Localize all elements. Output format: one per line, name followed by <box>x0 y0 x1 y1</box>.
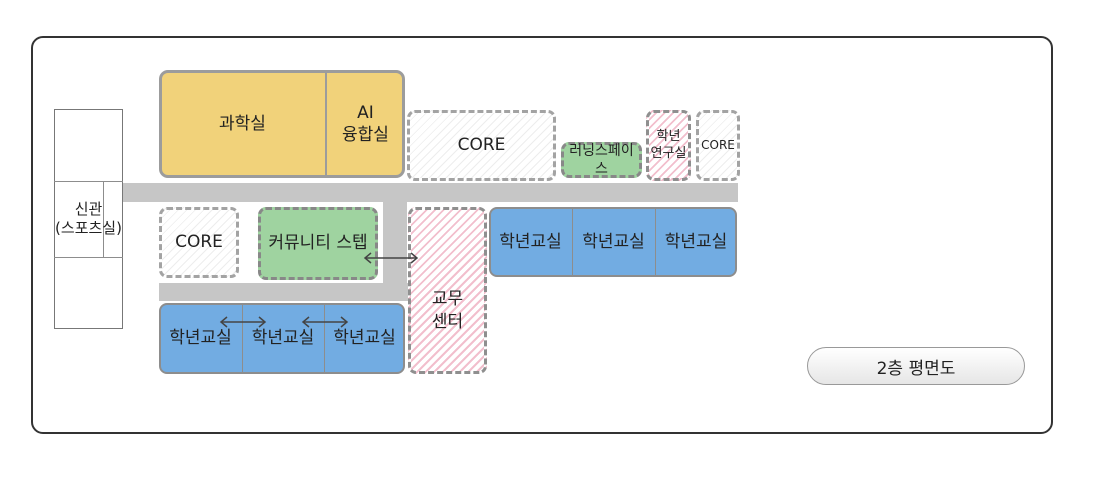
science-lab-text: 과학실 <box>219 113 266 134</box>
science-lab-label: 과학실 <box>159 70 326 178</box>
classroom-r2: 학년교실 <box>572 207 655 277</box>
core-top-text: CORE <box>457 135 506 156</box>
teachers-center-text: 교무 센터 <box>431 289 464 332</box>
classroom-b1-text: 학년교실 <box>169 328 232 349</box>
learning-space: 러닝스페이스 <box>561 142 642 178</box>
ai-lab-text: AI 융합실 <box>342 102 389 145</box>
floor-title-text: 2층 평면도 <box>876 358 956 379</box>
classroom-b2: 학년교실 <box>242 303 324 374</box>
annex-divider-vertical <box>103 181 104 257</box>
core-small: CORE <box>696 110 740 181</box>
classroom-b2-text: 학년교실 <box>251 328 315 349</box>
corridor-lower <box>159 283 409 301</box>
classroom-b1: 학년교실 <box>159 303 242 374</box>
classroom-r1-text: 학년교실 <box>499 231 562 252</box>
core-top: CORE <box>407 110 556 181</box>
classroom-r2-text: 학년교실 <box>582 231 645 252</box>
science-lab <box>159 70 405 178</box>
classroom-r3-text: 학년교실 <box>664 231 728 252</box>
floor-title-badge: 2층 평면도 <box>807 347 1025 385</box>
teachers-center: 교무 센터 <box>408 207 487 374</box>
classroom-block-right <box>489 207 737 277</box>
community-step: 커뮤니티 스텝 <box>258 207 378 280</box>
ai-lab-label: AI 융합실 <box>326 70 405 178</box>
learning-space-text: 러닝스페이스 <box>569 142 634 177</box>
double-arrow-icon <box>301 316 349 328</box>
classroom-right-divider-2 <box>655 209 656 275</box>
science-ai-divider <box>325 72 327 176</box>
double-arrow-icon <box>219 316 267 328</box>
annex-divider-top <box>54 181 123 182</box>
core-mid-text: CORE <box>175 232 223 253</box>
annex-building <box>54 109 123 329</box>
core-small-text: CORE <box>701 137 735 152</box>
annex-text: 신관 (스포츠실) <box>55 199 122 238</box>
classroom-b3-text: 학년교실 <box>333 328 396 349</box>
core-mid: CORE <box>159 207 239 278</box>
community-step-text: 커뮤니티 스텝 <box>268 233 368 254</box>
classroom-right-divider-1 <box>572 209 573 275</box>
classroom-bottom-divider-2 <box>324 305 325 372</box>
classroom-b3: 학년교실 <box>324 303 405 374</box>
grade-office: 학년 연구실 <box>646 110 691 181</box>
corridor-horizontal <box>122 183 738 202</box>
classroom-bottom-divider-1 <box>242 305 243 372</box>
corridor-vertical <box>383 183 407 301</box>
grade-office-text: 학년 연구실 <box>650 129 687 161</box>
classroom-r3: 학년교실 <box>655 207 737 277</box>
classroom-r1: 학년교실 <box>489 207 572 277</box>
double-arrow-icon <box>363 252 419 264</box>
annex-label: 신관 (스포츠실) <box>54 185 123 253</box>
annex-divider-bottom <box>54 257 123 258</box>
classroom-block-bottom <box>159 303 405 374</box>
